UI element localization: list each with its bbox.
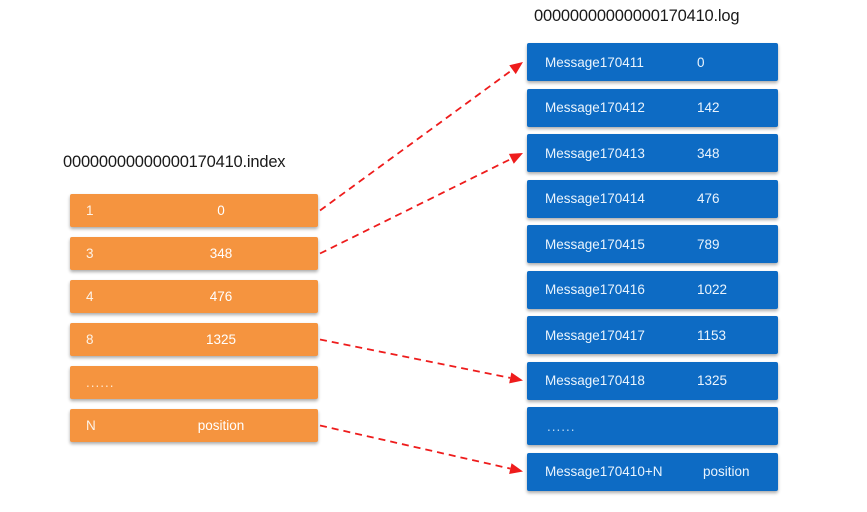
arrow-index-1-to-message170411: [319, 62, 523, 212]
log-row-offset: 0: [697, 54, 705, 70]
log-row: Message170415 789: [527, 225, 778, 263]
index-row: 8 1325: [70, 323, 318, 356]
log-row: Message170417 1153: [527, 316, 778, 354]
log-row-ellipsis: ......: [547, 418, 576, 434]
index-row-position: 348: [209, 246, 233, 261]
arrow-index-N-to-message170410N: [319, 424, 523, 474]
log-row-message: Message170415: [545, 236, 645, 252]
log-file-title: 00000000000000170410.log: [534, 7, 740, 25]
index-row: 4 476: [70, 280, 318, 313]
log-row-offset: 789: [697, 236, 720, 252]
log-row-offset: 142: [697, 100, 720, 115]
log-row-message: Message170414: [545, 191, 645, 206]
index-row: ......: [70, 366, 318, 399]
index-row-position: 0: [217, 203, 225, 218]
log-row-message: Message170412: [545, 100, 645, 115]
log-row: Message170413 348: [527, 134, 778, 172]
log-row-message: Message170410+N: [545, 464, 663, 479]
log-row: Message170416 1022: [527, 270, 778, 309]
index-row-key: 3: [86, 246, 94, 261]
index-row-key: 1: [86, 203, 94, 218]
index-row-position: 1325: [205, 332, 237, 347]
log-row-message: Message170417: [545, 327, 645, 343]
arrow-index-8-to-message170418: [319, 338, 523, 384]
log-row-offset: position: [703, 464, 750, 479]
log-row: Message170410+N position: [527, 452, 778, 491]
log-row-message: Message170416: [545, 282, 645, 297]
log-row: Message170418 1325: [527, 361, 778, 400]
log-row-offset: 1153: [697, 327, 727, 343]
index-row-position: 476: [209, 289, 233, 304]
index-row: 3 348: [70, 237, 318, 270]
index-row-position: position: [197, 418, 245, 433]
log-row: Message170411 0: [527, 43, 778, 81]
log-row-offset: 1022: [697, 282, 728, 297]
index-row-key: 4: [86, 289, 94, 304]
log-row-offset: 476: [697, 191, 720, 206]
log-row: Message170414 476: [527, 179, 778, 218]
arrow-index-3-to-message170413: [319, 153, 523, 255]
log-row: Message170412 142: [527, 88, 778, 127]
log-row-message: Message170413: [545, 145, 645, 161]
log-row-message: Message170411: [545, 54, 644, 70]
log-row: ......: [527, 407, 778, 445]
log-row-message: Message170418: [545, 373, 645, 388]
index-row-key: 8: [86, 332, 94, 347]
log-row-offset: 1325: [697, 373, 728, 388]
index-row-ellipsis: ......: [86, 375, 115, 390]
log-row-offset: 348: [697, 145, 720, 161]
index-file-title: 00000000000000170410.index: [63, 153, 286, 171]
index-row-key: N: [86, 418, 96, 433]
